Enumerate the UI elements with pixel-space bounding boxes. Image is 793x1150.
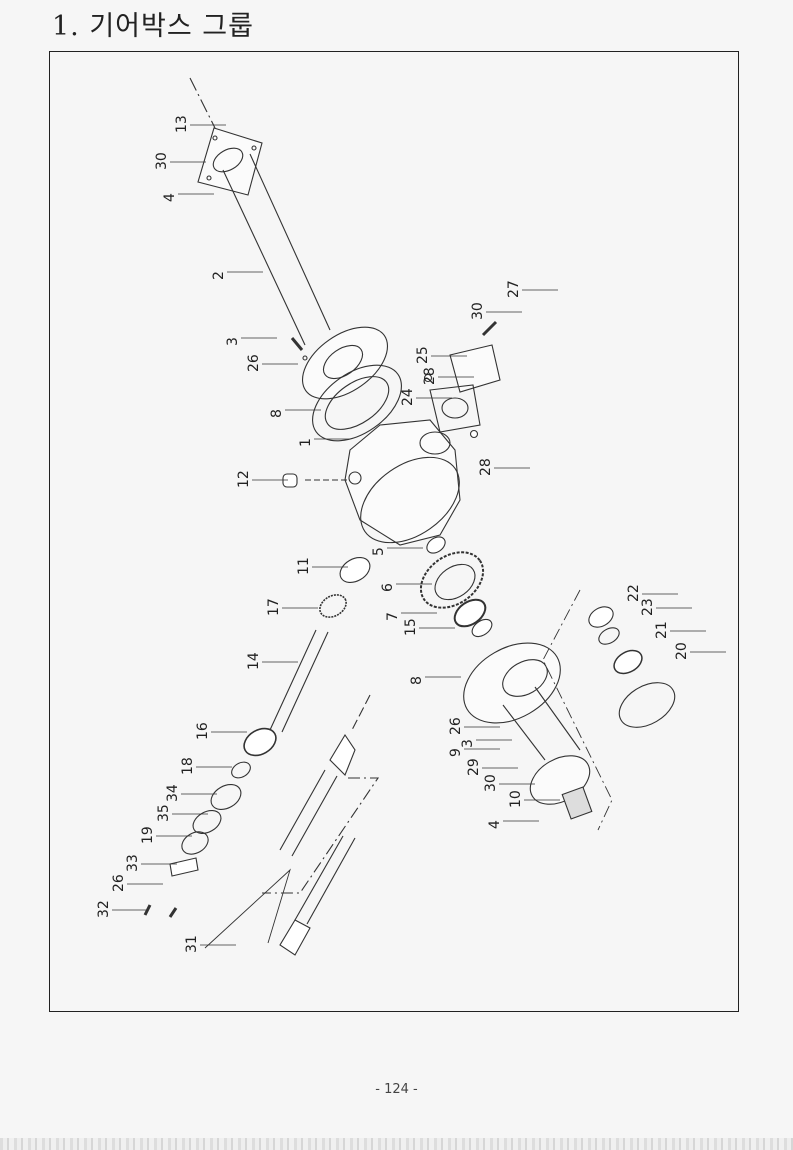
part-3-bolt-upper <box>290 337 308 361</box>
callout-11: 11 <box>296 557 312 575</box>
part-17-pinion <box>319 594 347 618</box>
callout-28: 28 <box>422 367 438 385</box>
part-9-tube <box>502 686 581 761</box>
part-20-gasket <box>618 682 676 728</box>
callout-29: 29 <box>466 758 482 776</box>
callout-8: 8 <box>409 676 425 685</box>
callout-27: 27 <box>506 280 522 298</box>
part-8-lower-housing <box>463 642 561 724</box>
callout-14: 14 <box>246 652 262 670</box>
part-34-ring <box>210 784 242 810</box>
part-8-gasket-upper <box>312 364 402 442</box>
group-boundary <box>542 589 613 831</box>
callout-30: 30 <box>154 152 170 170</box>
callout-13: 13 <box>174 115 190 133</box>
callout-20: 20 <box>674 642 690 660</box>
part-2-tube <box>197 127 331 346</box>
part-14-shaft <box>269 629 329 733</box>
callout-21: 21 <box>654 621 670 639</box>
part-1-housing <box>344 419 461 546</box>
part-22-seal <box>588 606 614 628</box>
callout-25: 25 <box>415 346 431 364</box>
part-12-plug <box>282 473 350 488</box>
callout-28: 28 <box>478 458 494 476</box>
part-33-plate <box>169 857 199 877</box>
axis-line <box>189 77 216 129</box>
callout-26: 26 <box>448 717 464 735</box>
part-28-bolts <box>423 373 479 439</box>
callout-26: 26 <box>111 874 127 892</box>
diagram-frame <box>49 51 739 1012</box>
callout-labels: 1330423268112302725282428511617715142223… <box>96 115 726 953</box>
part-23-ring <box>598 627 620 645</box>
callout-31: 31 <box>184 935 200 953</box>
scan-artifact-strip <box>0 1138 793 1150</box>
part-18-seal <box>231 761 251 779</box>
callout-30: 30 <box>470 302 486 320</box>
callout-17: 17 <box>266 598 282 616</box>
callout-24: 24 <box>400 388 416 406</box>
part-15-seal <box>471 618 493 638</box>
callout-5: 5 <box>371 547 387 556</box>
part-10-flange-shaft <box>529 755 593 820</box>
callout-23: 23 <box>640 598 656 616</box>
callout-35: 35 <box>156 804 172 822</box>
callout-1: 1 <box>298 438 314 447</box>
page-title: 1. 기어박스 그룹 <box>52 11 254 42</box>
callout-6: 6 <box>380 583 396 592</box>
callout-26: 26 <box>246 354 262 372</box>
part-7-bearing <box>453 598 487 628</box>
part-2-flange <box>301 326 389 400</box>
part-19-spacer <box>181 831 209 855</box>
callout-30: 30 <box>483 774 499 792</box>
part-27-bolt <box>481 320 498 337</box>
callout-10: 10 <box>508 790 524 808</box>
page-number: - 124 - <box>375 1082 418 1097</box>
callout-7: 7 <box>385 612 401 621</box>
callout-22: 22 <box>626 584 642 602</box>
part-31-drive-shaft <box>204 694 380 956</box>
callout-33: 33 <box>125 854 141 872</box>
callout-8: 8 <box>269 409 285 418</box>
part-35-o-ring <box>192 809 222 835</box>
callout-16: 16 <box>195 722 211 740</box>
callout-15: 15 <box>403 618 419 636</box>
callout-4: 4 <box>162 193 178 202</box>
part-6-ring-gear <box>419 551 485 609</box>
part-5-bearing <box>426 536 446 554</box>
callout-4: 4 <box>487 820 503 829</box>
part-25-cover <box>449 344 501 393</box>
callout-32: 32 <box>96 900 112 918</box>
callout-3: 3 <box>225 337 241 346</box>
part-16-bearing <box>243 727 277 757</box>
callout-9: 9 <box>448 748 464 757</box>
part-32-bolts <box>143 904 178 918</box>
callout-12: 12 <box>236 470 252 488</box>
part-24-gasket <box>429 384 481 433</box>
part-11-bearing <box>339 557 371 583</box>
callout-19: 19 <box>140 826 156 844</box>
callout-34: 34 <box>165 784 181 802</box>
callout-2: 2 <box>211 271 227 280</box>
part-21-bearing <box>613 649 643 675</box>
callout-3: 3 <box>460 739 476 748</box>
callout-18: 18 <box>180 757 196 775</box>
